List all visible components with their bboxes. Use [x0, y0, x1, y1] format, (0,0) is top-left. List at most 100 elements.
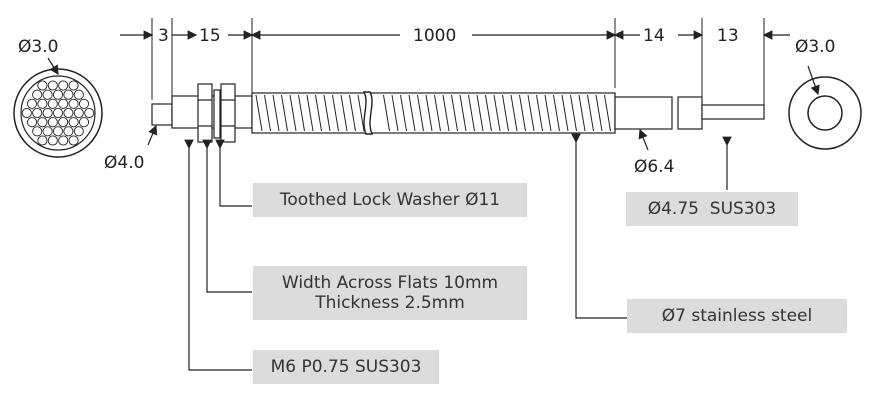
probe-tip	[151, 103, 173, 126]
fiber	[26, 98, 38, 109]
spiral-line	[264, 94, 271, 132]
fiber	[32, 107, 43, 119]
fiber	[37, 98, 48, 109]
spiral-line	[561, 94, 569, 132]
fiber	[37, 117, 48, 128]
fiber	[58, 80, 69, 91]
spiral-line	[434, 94, 441, 132]
spiral-line	[383, 94, 390, 132]
spiral-line	[587, 94, 594, 132]
fiber	[37, 135, 48, 146]
fiber	[47, 98, 58, 109]
left-end-diameter: Ø3.0	[18, 37, 58, 57]
spiral-line	[349, 94, 356, 132]
sheath-label: Ø7 stainless steel	[627, 299, 847, 333]
diameter-leaders	[147, 124, 649, 151]
spiral-line	[476, 94, 484, 132]
spiral-line	[485, 94, 492, 132]
spiral-line	[459, 94, 467, 132]
fiber	[47, 117, 58, 128]
sleeve-diameter: Ø6.4	[634, 157, 674, 177]
nut-label-line1: Width Across Flats 10mm	[281, 273, 499, 293]
spiral-line	[357, 94, 365, 132]
spiral-line	[502, 94, 509, 132]
fiber	[68, 80, 79, 91]
fiber	[47, 135, 58, 146]
fiber	[73, 89, 84, 100]
fiber	[52, 107, 64, 119]
spiral-line	[536, 94, 543, 132]
fiber	[68, 98, 79, 109]
dim-13: 13	[717, 26, 739, 46]
probe-body	[151, 83, 765, 143]
callout-leaders	[184, 133, 732, 371]
spiral-line	[408, 94, 416, 132]
fiber	[84, 107, 95, 119]
dim-1000: 1000	[413, 26, 456, 46]
fiber	[58, 117, 69, 128]
spiral-line	[315, 94, 322, 132]
right-end-diameter: Ø3.0	[795, 37, 835, 57]
spiral-line	[468, 94, 475, 132]
fiber	[58, 135, 69, 146]
thread-label: M6 P0.75 SUS303	[253, 350, 439, 384]
spiral-line	[340, 94, 348, 132]
spiral-line	[323, 94, 331, 132]
dim-3: 3	[158, 26, 169, 46]
ferrule	[677, 96, 703, 130]
spiral-line	[442, 94, 450, 132]
spiral-line	[493, 94, 501, 132]
fiber	[42, 107, 53, 119]
spiral-line	[451, 94, 458, 132]
fiber	[78, 98, 90, 109]
tip-diameter: Ø4.0	[104, 153, 144, 173]
break-marks	[362, 91, 374, 135]
nut-label-line2: Thickness 2.5mm	[315, 293, 465, 313]
sheath-label-text: Ø7 stainless steel	[661, 306, 813, 326]
lock-washer-label: Toothed Lock Washer Ø11	[253, 183, 527, 217]
stainless-sheath	[251, 92, 616, 134]
fiber	[52, 89, 64, 100]
fiber	[58, 98, 69, 109]
fiber	[78, 117, 90, 128]
probe-label: Ø4.75 SUS303	[626, 192, 798, 226]
fiber	[73, 107, 84, 119]
spiral-line	[604, 94, 611, 132]
fiber	[52, 126, 64, 137]
left-end-view	[13, 57, 103, 158]
fiber	[63, 107, 74, 119]
probe-label-text: Ø4.75 SUS303	[647, 199, 777, 219]
fiber	[63, 126, 74, 137]
fiber	[47, 80, 58, 91]
fiber	[32, 89, 43, 100]
fiber	[32, 126, 43, 137]
spiral-line	[272, 94, 280, 132]
lock-washer-label-text: Toothed Lock Washer Ø11	[279, 190, 501, 210]
spiral-line	[332, 94, 339, 132]
dim-14: 14	[643, 26, 665, 46]
thread-label-text: M6 P0.75 SUS303	[270, 357, 422, 377]
fiber	[73, 126, 84, 137]
spiral-line	[391, 94, 399, 132]
spiral-line	[553, 94, 560, 132]
spiral-line	[255, 94, 263, 132]
spiral-line	[544, 94, 552, 132]
spiral-line	[281, 94, 288, 132]
dim-15: 15	[199, 26, 221, 46]
fiber	[68, 117, 79, 128]
right-end-view	[788, 65, 862, 150]
sleeve	[614, 96, 673, 130]
spiral-line	[417, 94, 424, 132]
fiber	[63, 89, 74, 100]
hex-nut	[197, 83, 213, 143]
spiral-line	[425, 94, 433, 132]
spiral-line	[510, 94, 518, 132]
fiber	[68, 135, 79, 146]
fiber	[37, 80, 48, 91]
spiral-line	[578, 94, 586, 132]
spiral-line	[519, 94, 526, 132]
spiral-line	[289, 94, 297, 132]
fiber-bundle	[21, 80, 95, 146]
fiber	[26, 117, 38, 128]
